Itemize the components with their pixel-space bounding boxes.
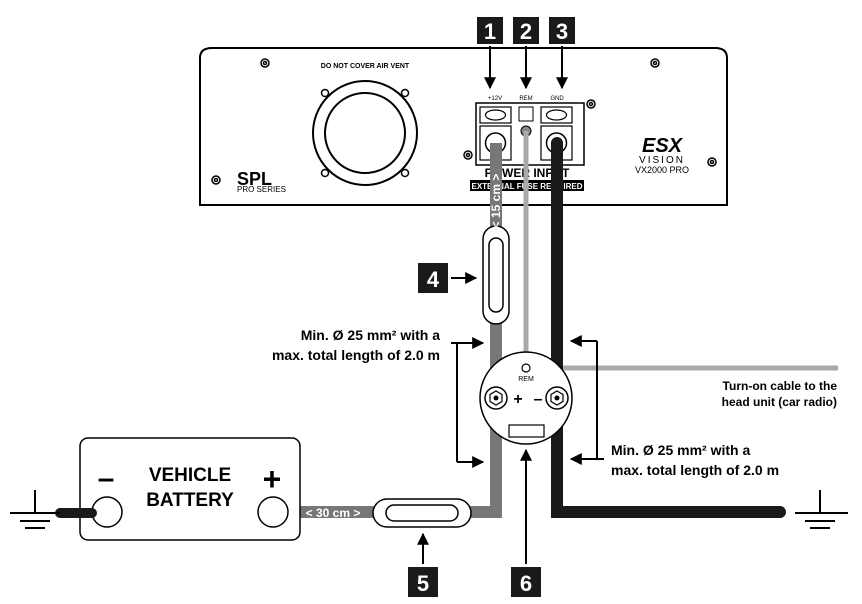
vision-label: VISION	[639, 155, 685, 166]
terminal-label-12v: +12V	[488, 96, 502, 102]
short-cable-length: < 15 cm >	[489, 174, 503, 229]
ground-symbol-icon	[795, 490, 848, 529]
model-label: VX2000 PRO	[635, 165, 689, 175]
svg-text:3: 3	[556, 19, 568, 44]
marker-2: 2	[513, 17, 539, 90]
terminal-label-rem: REM	[519, 96, 532, 102]
ground-symbol-icon	[10, 490, 60, 529]
air-vent	[312, 80, 418, 186]
right-bracket	[569, 335, 604, 465]
block-plus: +	[513, 391, 522, 408]
marker-3: 3	[549, 17, 575, 90]
ground-cable	[551, 137, 786, 518]
block-rem-label: REM	[518, 376, 534, 383]
marker-6: 6	[511, 448, 541, 597]
left-note-line1: Min. Ø 25 mm² with a	[301, 327, 440, 343]
spl-subtitle: PRO SERIES	[237, 185, 286, 194]
esx-logo: ESX	[642, 135, 684, 157]
marker-4: 4	[418, 263, 478, 293]
terminal-label-gnd: GND	[550, 96, 564, 102]
svg-text:4: 4	[427, 267, 440, 292]
battery-cable-length: < 30 cm >	[306, 506, 361, 520]
battery-plus: +	[263, 461, 282, 497]
battery-label-2: BATTERY	[146, 490, 234, 511]
screw-icon	[211, 58, 717, 185]
left-note-line2: max. total length of 2.0 m	[272, 347, 440, 363]
battery-minus: –	[98, 462, 115, 495]
right-note-line1: Min. Ø 25 mm² with a	[611, 442, 750, 458]
distribution-block	[479, 351, 573, 445]
battery-label-1: VEHICLE	[149, 465, 231, 486]
svg-text:5: 5	[417, 571, 429, 596]
marker-5: 5	[408, 532, 438, 597]
fuse-holder-5	[372, 498, 472, 528]
spl-logo: SPL	[237, 169, 272, 189]
svg-text:6: 6	[520, 571, 532, 596]
right-note-line2: max. total length of 2.0 m	[611, 462, 779, 478]
vent-label: DO NOT COVER AIR VENT	[321, 63, 410, 70]
svg-text:1: 1	[484, 19, 496, 44]
marker-1: 1	[477, 17, 503, 90]
fuse-holder-4	[482, 225, 510, 325]
left-bracket	[451, 337, 485, 468]
vehicle-battery	[79, 437, 301, 541]
turn-on-note-line1: Turn-on cable to the	[723, 379, 838, 393]
turn-on-note-line2: head unit (car radio)	[722, 395, 837, 409]
svg-text:2: 2	[520, 19, 532, 44]
block-minus: –	[534, 391, 543, 408]
amplifier: DO NOT COVER AIR VENT SPL PRO SERIES ESX…	[199, 47, 728, 206]
